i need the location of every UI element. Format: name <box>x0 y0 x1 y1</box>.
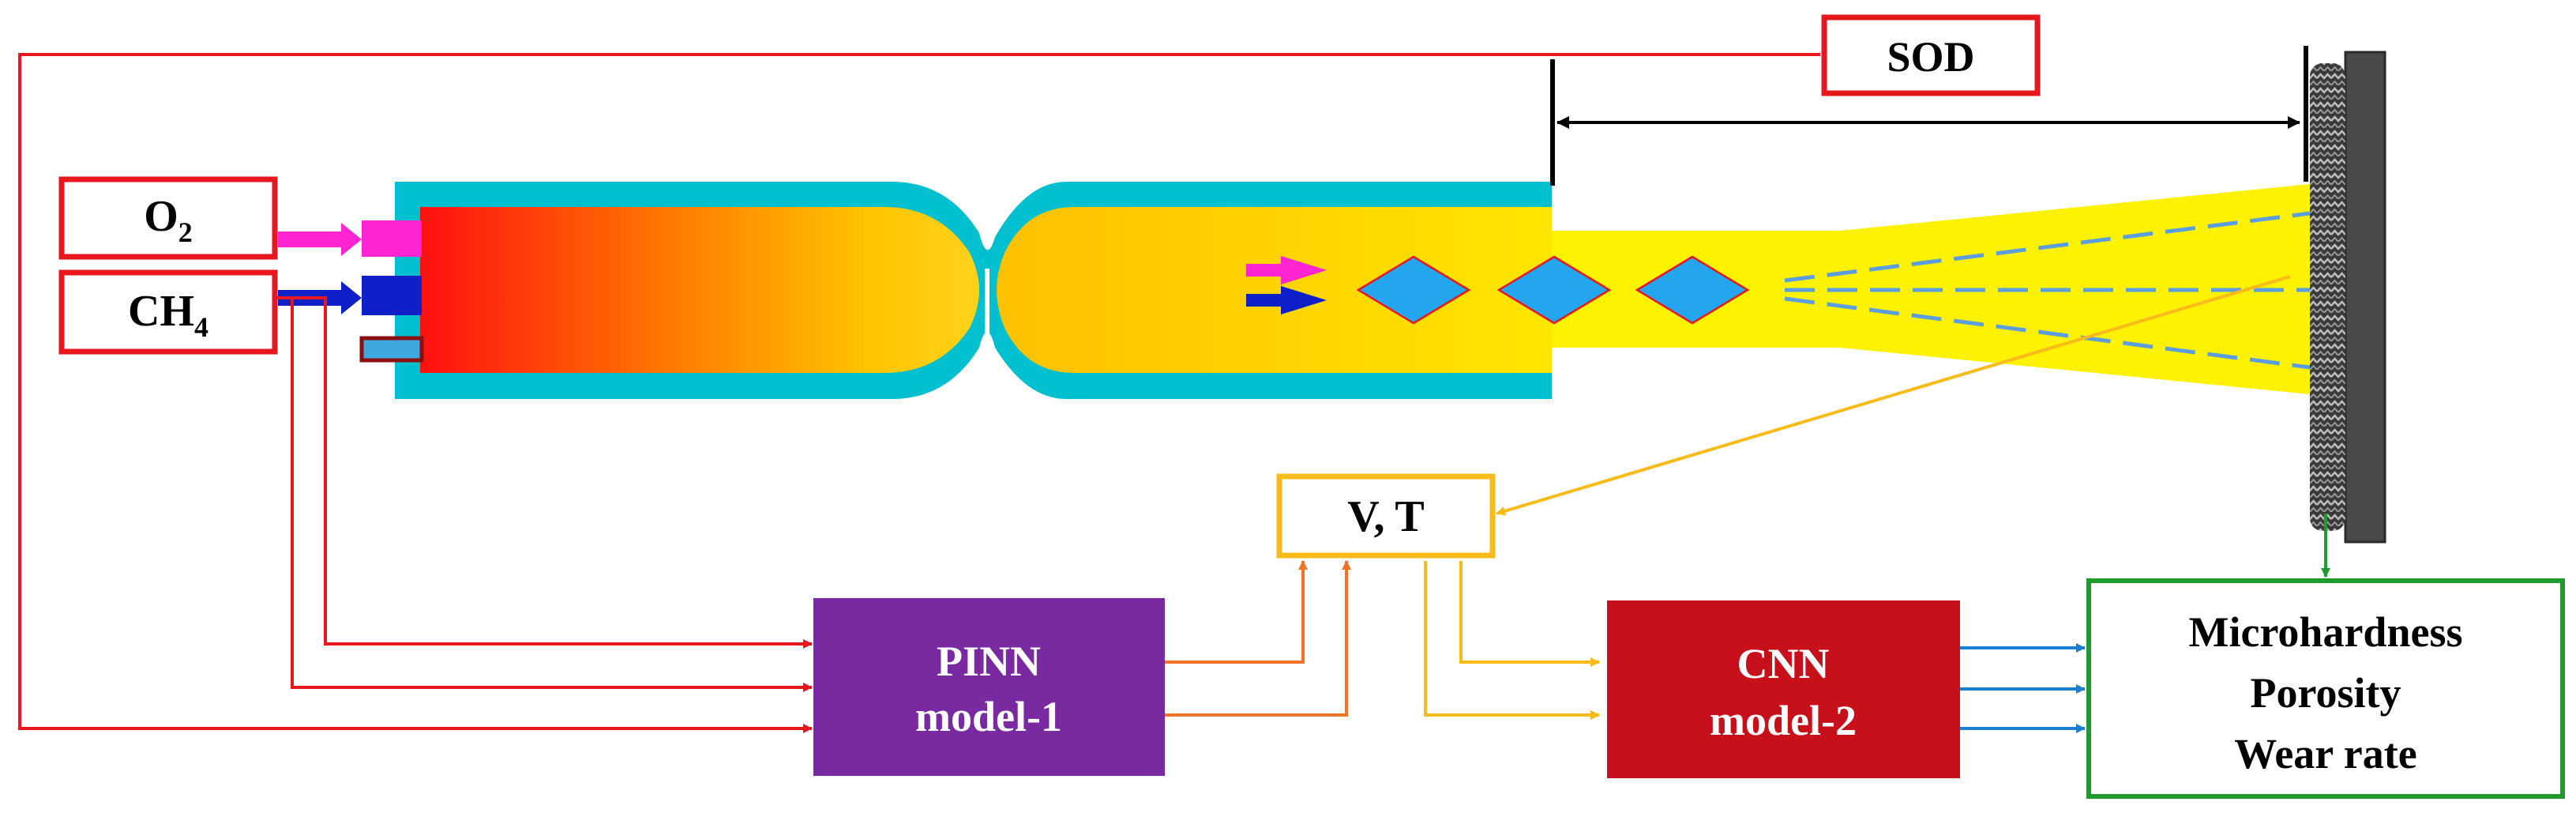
output-microhardness: Microhardness <box>2189 608 2463 656</box>
svg-text:CH4: CH4 <box>128 287 208 343</box>
svg-text:O2: O2 <box>144 192 193 248</box>
vt-box: V, T <box>1276 473 1496 559</box>
vt-label: V, T <box>1347 492 1425 541</box>
spray-gun <box>359 182 1552 399</box>
cnn-subtitle: model-2 <box>1710 697 1857 744</box>
ch4-input-box: CH4 <box>58 269 278 355</box>
shock-diamond <box>1356 255 1471 325</box>
coating-layer <box>2310 63 2345 531</box>
output-wear-rate: Wear rate <box>2234 730 2416 777</box>
ch4-subscript: 4 <box>194 311 208 343</box>
barrel <box>997 207 1552 373</box>
o2-label: O <box>144 192 178 241</box>
pinn-subtitle: model-1 <box>915 693 1062 740</box>
pinn-title: PINN <box>937 638 1041 685</box>
pinn-to-vt-line-1 <box>1165 560 1308 664</box>
o2-input-box: O2 <box>58 176 278 260</box>
ch4-to-pinn-line <box>276 296 813 692</box>
o2-inflow-arrow <box>278 223 362 256</box>
sod-box: SOD <box>1821 14 2041 96</box>
shock-diamond <box>1496 255 1612 325</box>
o2-inlet-port <box>362 220 422 257</box>
flow-arrows <box>1246 256 1327 314</box>
powder-inlet-port <box>359 336 424 363</box>
outputs-box: Microhardness Porosity Wear rate <box>2086 578 2565 799</box>
substrate <box>2344 51 2386 544</box>
particle-trajectories <box>1784 211 2311 370</box>
ch4-label: CH <box>128 287 194 336</box>
output-porosity: Porosity <box>2251 669 2401 717</box>
pinn-model-box: PINN model-1 <box>813 598 1165 776</box>
vt-to-cnn-line-2 <box>1424 561 1600 720</box>
o2-subscript: 2 <box>178 216 193 248</box>
cnn-model-box: CNN model-2 <box>1607 600 1960 778</box>
cnn-title: CNN <box>1737 640 1830 687</box>
vt-to-cnn-line-1 <box>1459 561 1600 667</box>
probe-to-vt-line <box>1496 275 2291 516</box>
sod-dimension <box>1550 46 2308 186</box>
combustion-chamber <box>420 207 979 373</box>
ch4-inlet-port <box>362 276 422 315</box>
sod-label: SOD <box>1887 33 1974 81</box>
shock-diamonds <box>1356 255 1750 325</box>
sod-to-pinn-line <box>18 53 1820 733</box>
pinn-to-vt-line-2 <box>1165 560 1351 717</box>
shock-diamond <box>1635 255 1750 325</box>
